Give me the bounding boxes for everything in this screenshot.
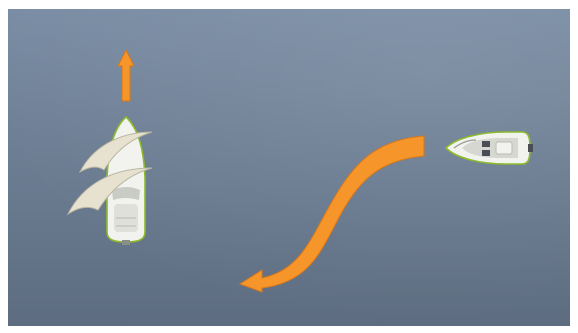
- boat-seat-front: [482, 141, 490, 147]
- boat-seat-rear: [482, 150, 490, 156]
- boat-engine: [528, 144, 533, 152]
- boat-cockpit: [496, 142, 512, 154]
- boat-engine: [122, 240, 130, 245]
